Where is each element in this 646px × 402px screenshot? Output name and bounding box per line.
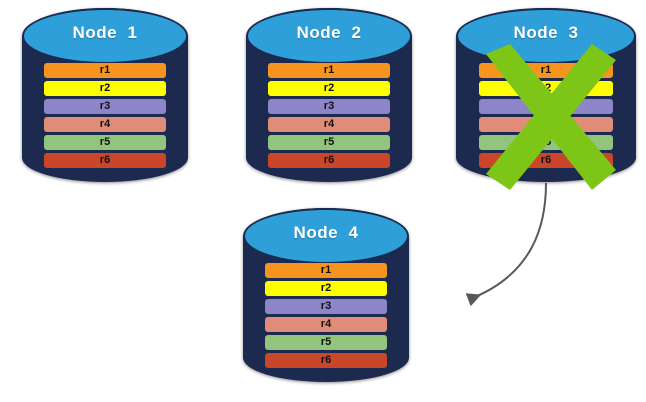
- node-2-cylinder-top: [246, 8, 412, 64]
- node-1-row-r4: r4: [43, 117, 167, 132]
- node-2-row-r5: r5: [267, 135, 391, 150]
- node-1-row-r2: r2: [43, 81, 167, 96]
- node-2-row-r4: r4: [267, 117, 391, 132]
- node-3-title: Node 3: [513, 23, 579, 42]
- node-4-row-r3: r3: [264, 299, 388, 314]
- node-3-row-r6: r6: [479, 153, 613, 168]
- node-3-row-r2: r2: [479, 81, 613, 96]
- node-2-title: Node 2: [296, 23, 362, 42]
- node-3-row-r1: r1: [479, 63, 613, 78]
- node-4-row-r4: r4: [264, 317, 388, 332]
- node-1-row-r6: r6: [43, 153, 167, 168]
- node-1-rows: r1 r2 r3 r4 r5 r6: [43, 63, 167, 168]
- node-1-cylinder-top: [22, 8, 188, 64]
- node-4: Node 4 r1 r2 r3 r4 r5 r6: [243, 208, 409, 382]
- node-2-row-r1: r1: [267, 63, 391, 78]
- node-2: Node 2 r1 r2 r3 r4 r5 r6: [246, 8, 412, 182]
- node-1-title: Node 1: [72, 23, 138, 42]
- node-4-row-r2: r2: [264, 281, 388, 296]
- node-4-row-r6: r6: [264, 353, 388, 368]
- node-1-row-r3: r3: [43, 99, 167, 114]
- node-4-cylinder-top: [243, 208, 409, 264]
- node-2-row-r3: r3: [267, 99, 391, 114]
- node-3-row-r5: r5: [479, 135, 613, 150]
- node-3-row-r4: r4: [479, 117, 613, 132]
- node-3-row-r3: r3: [479, 99, 613, 114]
- node-1: Node 1 r1 r2 r3 r4 r5 r6: [22, 8, 188, 182]
- node-2-row-r2: r2: [267, 81, 391, 96]
- node-4-row-r1: r1: [264, 263, 388, 278]
- node-3: Node 3 r1 r2 r3 r4 r5 r6: [456, 8, 636, 182]
- node-1-row-r1: r1: [43, 63, 167, 78]
- node-2-rows: r1 r2 r3 r4 r5 r6: [267, 63, 391, 168]
- node-3-rows: r1 r2 r3 r4 r5 r6: [479, 63, 613, 168]
- node-2-row-r6: r6: [267, 153, 391, 168]
- node-4-row-r5: r5: [264, 335, 388, 350]
- node-4-rows: r1 r2 r3 r4 r5 r6: [264, 263, 388, 368]
- node-1-row-r5: r5: [43, 135, 167, 150]
- node-4-title: Node 4: [293, 223, 359, 242]
